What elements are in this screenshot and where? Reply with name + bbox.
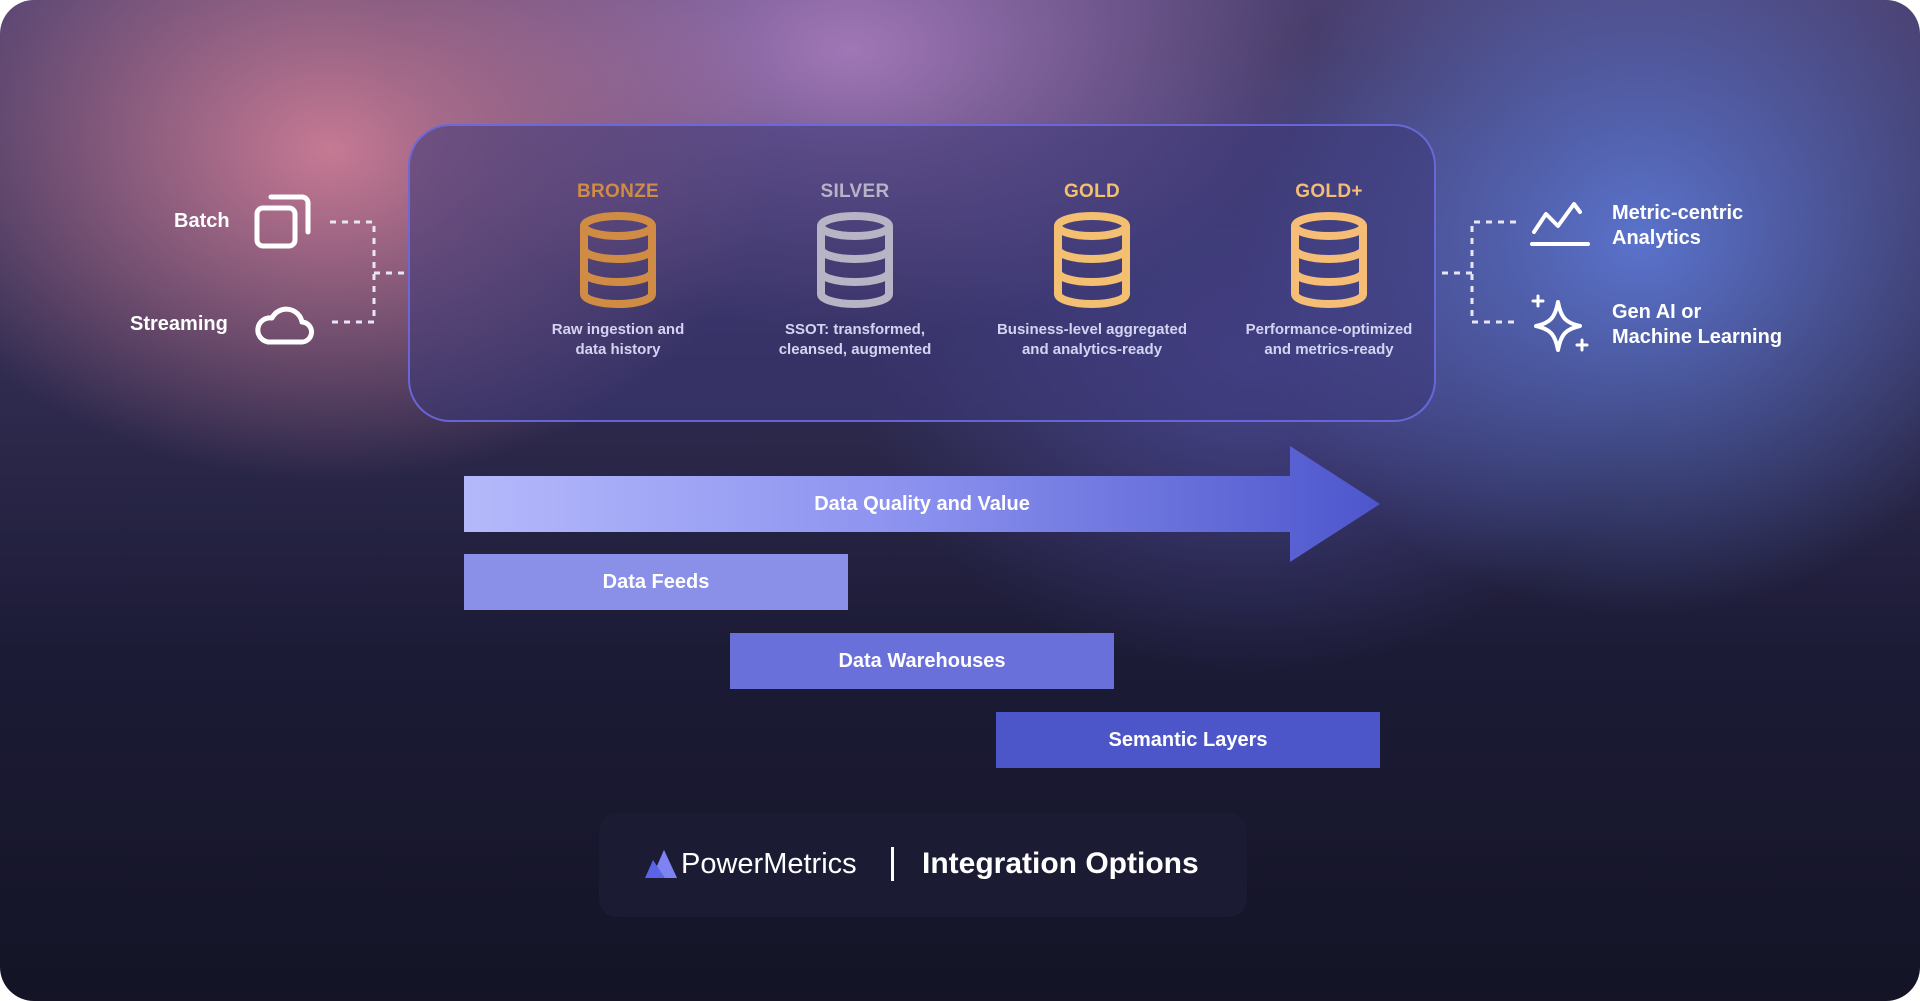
output-label-line1: Metric-centric bbox=[1612, 202, 1744, 224]
output-label-line2: Machine Learning bbox=[1612, 326, 1783, 348]
output-connector bbox=[1438, 220, 1516, 324]
footer-title: Integration Options bbox=[922, 847, 1199, 880]
layer-description-line1: Business-level aggregated bbox=[996, 321, 1188, 338]
layer-description: Business-level aggregated and analytics-… bbox=[977, 320, 1207, 360]
output-label-ai: Gen AI or Machine Learning bbox=[1612, 300, 1782, 350]
tool-bar-data-warehouses: Data Warehouses bbox=[730, 633, 1114, 689]
cloud-icon bbox=[255, 306, 314, 345]
database-icon bbox=[817, 212, 893, 308]
layer-description: SSOT: transformed, cleansed, augmented bbox=[740, 320, 970, 360]
layer-description-line1: Raw ingestion and bbox=[551, 321, 685, 338]
value-arrow-label: Data Quality and Value bbox=[814, 493, 1030, 515]
layer-gold-plus: GOLD+ Performance-optimized and metrics-… bbox=[1214, 180, 1444, 360]
input-label-streaming: Streaming bbox=[130, 313, 228, 335]
layer-title: GOLD+ bbox=[1295, 181, 1363, 202]
database-icon bbox=[1054, 212, 1130, 308]
output-label-line1: Gen AI or bbox=[1612, 301, 1702, 323]
layer-bronze: BRONZE Raw ingestion and data history bbox=[503, 180, 733, 360]
layer-silver: SILVER SSOT: transformed, cleansed, augm… bbox=[740, 180, 970, 360]
layer-title: SILVER bbox=[820, 181, 890, 202]
layer-gold: GOLD Business-level aggregated and analy… bbox=[977, 180, 1207, 360]
layer-description-line2: and metrics-ready bbox=[1264, 341, 1394, 358]
layer-description-line1: SSOT: transformed, bbox=[784, 321, 926, 338]
line-chart-icon bbox=[1530, 202, 1590, 246]
database-icon bbox=[580, 212, 656, 308]
layer-description-line2: data history bbox=[575, 341, 661, 358]
layer-description-line1: Performance-optimized bbox=[1245, 321, 1413, 338]
footer-banner: PowerMetrics Integration Options bbox=[599, 813, 1247, 917]
tool-bar-semantic-layers: Semantic Layers bbox=[996, 712, 1380, 768]
layer-title: GOLD bbox=[1063, 181, 1121, 202]
database-icon bbox=[1291, 212, 1367, 308]
layer-description-line2: cleansed, augmented bbox=[778, 341, 932, 358]
input-connector bbox=[330, 220, 408, 324]
medallion-layers-panel: BRONZE Raw ingestion and data history SI… bbox=[408, 124, 1436, 422]
output-label-analytics: Metric-centric Analytics bbox=[1612, 201, 1743, 251]
layer-description: Performance-optimized and metrics-ready bbox=[1214, 320, 1444, 360]
input-label-batch: Batch bbox=[174, 210, 230, 232]
tool-bar-data-feeds: Data Feeds bbox=[464, 554, 848, 610]
powermetrics-logo-icon bbox=[645, 850, 677, 878]
copy-icon bbox=[254, 194, 311, 249]
footer-divider bbox=[891, 847, 894, 881]
output-label-line2: Analytics bbox=[1612, 227, 1701, 249]
layer-description: Raw ingestion and data history bbox=[503, 320, 733, 360]
layer-description-line2: and analytics-ready bbox=[1021, 341, 1163, 358]
sparkle-icon bbox=[1531, 294, 1589, 352]
layer-title: BRONZE bbox=[576, 181, 660, 202]
brand-name: PowerMetrics bbox=[681, 848, 857, 880]
value-arrow bbox=[464, 446, 1380, 562]
